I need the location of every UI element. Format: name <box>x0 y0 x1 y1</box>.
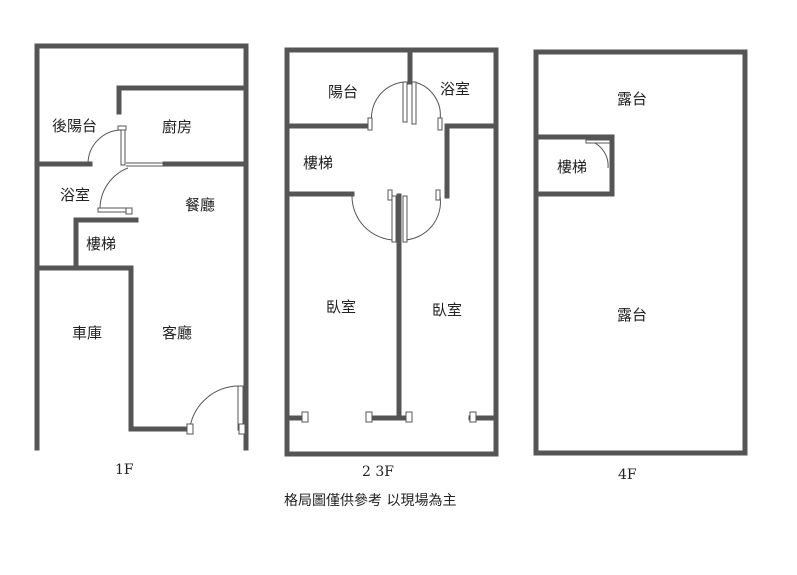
23f-balcony-door-post <box>367 117 373 131</box>
1f-entrance-door[interactable] <box>237 385 244 431</box>
23f-window-post-4 <box>469 411 477 423</box>
1f-room-rear-balcony: 後陽台 <box>52 117 97 135</box>
floor-1f-plan: 後陽台 廚房 浴室 餐廳 樓梯 車庫 客廳 1F <box>34 43 249 478</box>
1f-bathroom-door-jamb <box>125 207 133 215</box>
23f-room-stairs: 樓梯 <box>303 154 333 172</box>
1f-room-stairs: 樓梯 <box>86 235 116 253</box>
4f-wall-outer <box>533 49 748 456</box>
23f-bath-door-arc <box>413 81 441 121</box>
1f-wall-garage-top <box>34 265 193 432</box>
23f-floor-label: 2 3F <box>362 464 394 480</box>
23f-window-post-1 <box>301 411 309 423</box>
23f-bath-door[interactable] <box>411 81 417 125</box>
23f-room-bathroom: 浴室 <box>440 80 470 98</box>
1f-entrance-door-post-left <box>186 423 194 435</box>
23f-balcony-door-arc <box>370 81 405 125</box>
23f-bedroom-left-door-post <box>387 189 393 201</box>
4f-floor-label: 4F <box>618 467 637 483</box>
1f-entrance-door-arc <box>189 385 241 428</box>
disclaimer-note: 格局圖僅供參考 以現場為主 <box>284 493 456 509</box>
1f-floor-label: 1F <box>115 462 134 478</box>
4f-stairs-door-arc <box>585 139 609 169</box>
23f-wall-outer <box>284 47 499 457</box>
23f-window-post-3 <box>405 411 413 423</box>
23f-bedroom-right-door-arc <box>403 195 441 241</box>
23f-room-bedroom-right: 臥室 <box>432 301 462 319</box>
1f-wall-kitchen-top <box>116 85 249 115</box>
23f-balcony-door[interactable] <box>402 81 408 123</box>
23f-room-balcony: 陽台 <box>328 83 358 101</box>
1f-bathroom-door-arc <box>99 167 129 211</box>
floor-4f-plan: 露台 樓梯 露台 4F <box>533 49 748 483</box>
floor-23f-plan: 陽台 浴室 樓梯 臥室 臥室 2 3F <box>284 47 499 480</box>
1f-room-bathroom: 浴室 <box>60 186 90 204</box>
1f-balcony-door-arc <box>87 129 123 165</box>
23f-room-bedroom-left: 臥室 <box>326 298 356 316</box>
4f-stairs-door[interactable] <box>585 139 611 144</box>
23f-bedroom-left-door-arc <box>351 195 395 241</box>
1f-room-dining: 餐廳 <box>185 196 215 214</box>
1f-room-garage: 車庫 <box>72 324 102 342</box>
23f-bath-door-post <box>437 117 443 131</box>
1f-room-living: 客廳 <box>162 324 192 342</box>
23f-bedroom-right-door-post <box>435 189 441 201</box>
4f-room-terrace-main: 露台 <box>617 306 647 324</box>
23f-bedroom-right-door[interactable] <box>402 195 408 243</box>
23f-bedroom-left-door[interactable] <box>391 195 397 243</box>
1f-room-kitchen: 廚房 <box>162 118 192 136</box>
1f-wall-top <box>34 43 249 91</box>
1f-entrance-door-post-right <box>238 423 246 435</box>
4f-wall-stairs <box>533 134 615 197</box>
1f-balcony-door-jamb <box>117 125 127 131</box>
4f-room-stairs: 樓梯 <box>557 158 587 176</box>
23f-window-post-2 <box>365 411 373 423</box>
1f-balcony-door[interactable] <box>120 128 126 166</box>
4f-room-terrace-top: 露台 <box>617 90 647 108</box>
